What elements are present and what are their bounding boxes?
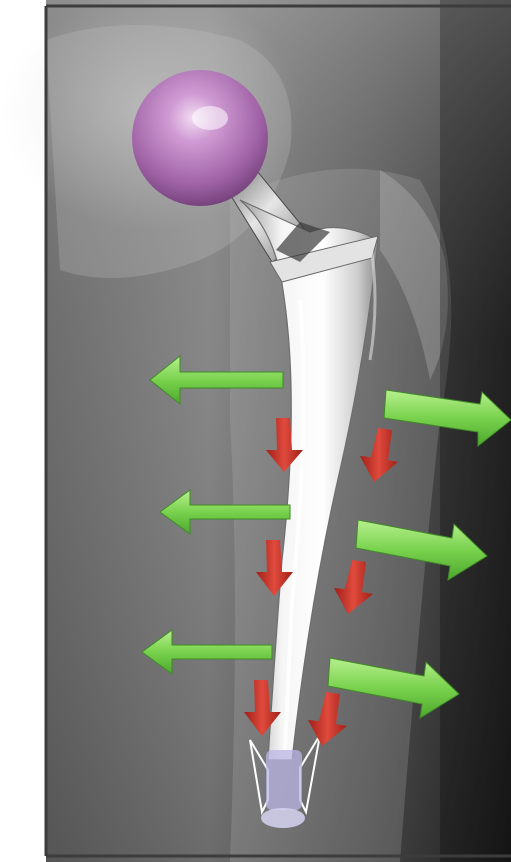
femoral-head — [132, 70, 268, 206]
